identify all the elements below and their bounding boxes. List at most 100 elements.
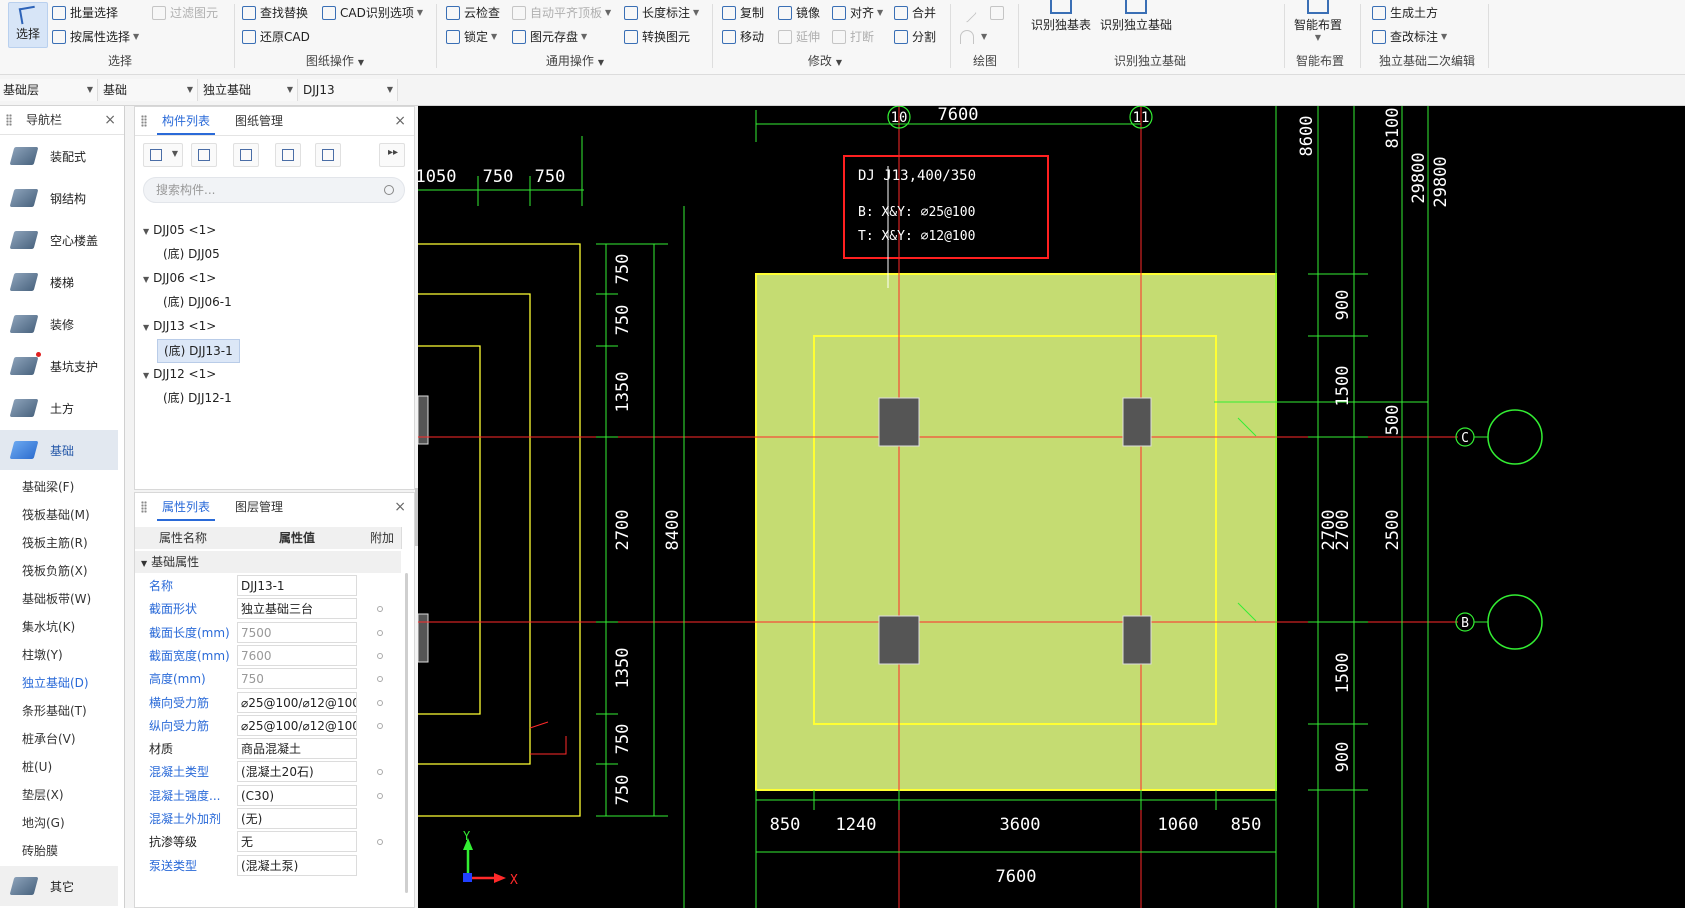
sub-item-sump[interactable]: 集水坑(K) xyxy=(22,620,76,634)
sub-item-trench[interactable]: 地沟(G) xyxy=(22,816,65,830)
tab-component-list[interactable]: 构件列表 xyxy=(157,107,215,135)
filter-elem-button[interactable]: 过滤图元 xyxy=(152,3,218,23)
extra-option-icon[interactable] xyxy=(377,839,383,846)
extra-option-icon[interactable] xyxy=(377,792,383,799)
duplicate-component-button[interactable] xyxy=(275,143,301,167)
drag-grip-icon[interactable] xyxy=(6,114,12,126)
column[interactable] xyxy=(878,615,920,665)
auto-align-button[interactable]: 自动平齐顶板▼ xyxy=(512,3,611,23)
tab-drawing-management[interactable]: 图纸管理 xyxy=(235,114,284,128)
draw-line-button[interactable] xyxy=(957,3,978,23)
extra-option-icon[interactable] xyxy=(377,699,383,706)
delete-component-button[interactable] xyxy=(233,143,259,167)
smart-layout-button[interactable]: 智能布置▼ xyxy=(1288,0,1348,48)
batch-select-button[interactable]: 批量选择 xyxy=(52,3,118,23)
column[interactable] xyxy=(878,397,920,447)
sub-item-raft[interactable]: 筏板基础(M) xyxy=(22,508,90,522)
nav-item-other[interactable]: 其它 xyxy=(0,866,118,906)
restore-cad-button[interactable]: 还原CAD xyxy=(242,27,310,47)
sub-item-pile[interactable]: 桩(U) xyxy=(22,760,53,774)
nav-item-pit-support[interactable]: 基坑支护 xyxy=(0,346,118,386)
sub-item-strip-foundation[interactable]: 条形基础(T) xyxy=(22,704,87,718)
mirror-button[interactable]: 镜像 xyxy=(778,3,820,23)
new-component-button[interactable]: ▼ xyxy=(143,143,183,167)
sub-item-cushion[interactable]: 垫层(X) xyxy=(22,788,64,802)
tab-layer-management[interactable]: 图层管理 xyxy=(235,500,284,514)
foundation-label-box[interactable] xyxy=(843,155,1049,259)
extra-option-icon[interactable] xyxy=(377,606,383,613)
nav-item-foundation[interactable]: 基础 xyxy=(0,430,118,470)
sub-item-isolated-foundation[interactable]: 独立基础(D) xyxy=(22,676,89,690)
cad-options-button[interactable]: CAD识别选项▼ xyxy=(322,3,423,23)
cad-drawing[interactable]: 10 11 C B DJ J13,400/350 B: X&Y: ⌀25@100… xyxy=(418,106,1685,908)
column[interactable] xyxy=(1122,615,1152,665)
tree-group[interactable]: ▼DJJ06 <1> xyxy=(143,267,216,289)
elem-save-button[interactable]: 图元存盘▼ xyxy=(512,27,587,47)
property-value-field[interactable]: (混凝土泵) xyxy=(237,854,357,876)
split-button[interactable]: 分割 xyxy=(894,27,936,47)
drag-grip-icon[interactable] xyxy=(141,115,147,127)
tree-item[interactable]: (底) DJJ12-1 xyxy=(163,391,232,405)
extra-option-icon[interactable] xyxy=(377,676,383,683)
section-header[interactable]: ▼基础属性 xyxy=(135,551,401,573)
sub-item-pile-cap[interactable]: 桩承台(V) xyxy=(22,732,76,746)
identify-foundation-button[interactable]: 识别独立基础 xyxy=(1098,0,1174,48)
check-mark-button[interactable]: 查改标注▼ xyxy=(1372,27,1447,47)
property-value-field[interactable]: ⌀25@100/⌀12@100 xyxy=(237,714,357,736)
property-value-field[interactable]: DJJ13-1 xyxy=(237,575,357,596)
property-value-field[interactable]: (混凝土20石) xyxy=(237,761,357,783)
sub-item-raft-main-rebar[interactable]: 筏板主筋(R) xyxy=(22,536,88,550)
align-button[interactable]: 对齐▼ xyxy=(832,3,883,23)
floor-select[interactable]: 基础层▼ xyxy=(0,79,98,101)
scrollbar[interactable] xyxy=(405,573,408,893)
property-value-field[interactable]: ⌀25@100/⌀12@100 xyxy=(237,691,357,713)
find-replace-button[interactable]: 查找替换 xyxy=(242,3,308,23)
layer-copy-button[interactable] xyxy=(315,143,341,167)
lock-button[interactable]: 锁定▼ xyxy=(446,27,497,47)
length-mark-button[interactable]: 长度标注▼ xyxy=(624,3,699,23)
copy-component-button[interactable] xyxy=(191,143,217,167)
tree-item[interactable]: (底) DJJ05 xyxy=(163,247,220,261)
nav-item-steel[interactable]: 钢结构 xyxy=(0,178,118,218)
column[interactable] xyxy=(1122,397,1152,447)
attr-select-button[interactable]: 按属性选择▼ xyxy=(52,27,139,47)
property-value-field[interactable]: 独立基础三台 xyxy=(237,598,357,620)
tree-group[interactable]: ▼DJJ12 <1> xyxy=(143,363,216,385)
nav-item-earthwork[interactable]: 土方 xyxy=(0,388,118,428)
tree-item[interactable]: (底) DJJ06-1 xyxy=(163,295,232,309)
property-value-field[interactable]: (C30) xyxy=(237,784,357,806)
foundation-outer[interactable] xyxy=(755,273,1277,791)
extend-button[interactable]: 延伸 xyxy=(778,27,820,47)
draw-rect-button[interactable] xyxy=(990,3,1008,23)
property-value-field[interactable]: 商品混凝土 xyxy=(237,738,357,760)
type-select[interactable]: 独立基础▼ xyxy=(200,79,298,101)
cloud-check-button[interactable]: 云检查 xyxy=(446,3,500,23)
property-value-field[interactable]: 无 xyxy=(237,831,357,853)
property-value-field[interactable]: 7600 xyxy=(237,644,357,666)
copy-button[interactable]: 复制 xyxy=(722,3,764,23)
close-icon[interactable]: × xyxy=(104,112,116,128)
expand-toolbar-button[interactable]: ▸▸ xyxy=(379,143,405,167)
move-button[interactable]: 移动 xyxy=(722,27,764,47)
property-value-field[interactable]: 750 xyxy=(237,668,357,690)
break-button[interactable]: 打断 xyxy=(832,27,874,47)
sub-item-slab-strip[interactable]: 基础板带(W) xyxy=(22,592,92,606)
tree-group[interactable]: ▼DJJ05 <1> xyxy=(143,219,216,241)
select-button[interactable]: 选择 xyxy=(8,2,48,48)
cad-canvas[interactable]: 10 11 C B DJ J13,400/350 B: X&Y: ⌀25@100… xyxy=(418,106,1685,908)
sub-item-column-pier[interactable]: 柱墩(Y) xyxy=(22,648,63,662)
close-icon[interactable]: × xyxy=(394,499,406,515)
gen-earth-button[interactable]: 生成土方 xyxy=(1372,3,1438,23)
component-select[interactable]: DJJ13▼ xyxy=(300,79,398,101)
sub-item-raft-neg-rebar[interactable]: 筏板负筋(X) xyxy=(22,564,88,578)
draw-arc-button[interactable]: ▼ xyxy=(960,27,987,47)
tree-item-selected[interactable]: (底) DJJ13-1 xyxy=(157,339,240,363)
property-value-field[interactable]: 7500 xyxy=(237,621,357,643)
convert-elem-button[interactable]: 转换图元 xyxy=(624,27,690,47)
drag-grip-icon[interactable] xyxy=(141,501,147,513)
extra-option-icon[interactable] xyxy=(377,722,383,729)
category-select[interactable]: 基础▼ xyxy=(100,79,198,101)
close-icon[interactable]: × xyxy=(394,113,406,129)
extra-option-icon[interactable] xyxy=(377,652,383,659)
search-input[interactable]: 搜索构件... xyxy=(143,177,405,203)
